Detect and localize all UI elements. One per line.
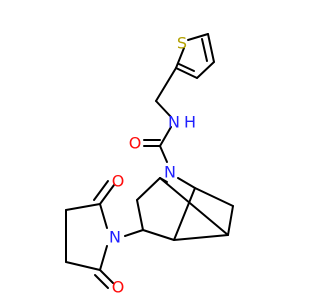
bond-thiophene-c4-c3 [196,61,215,79]
bond-c7-c4 [173,234,229,241]
bond-c2-ch2 [155,67,177,102]
atom-imide-oxygen-bottom: O [112,278,125,297]
bond-nh-carbonyl [159,126,172,147]
bond-ch2-nh [155,100,172,118]
bond-c-bottom-o-double [94,274,109,289]
atom-sulfur: S [177,34,187,53]
atom-imide-oxygen-top: O [112,172,125,191]
atom-carbonyl-oxygen: O [129,134,142,153]
bond-c2-c3 [136,199,144,231]
bond-c3-c4 [142,229,175,241]
structure-diagram: S N H O N N O O [65,33,234,297]
bond-bridge-n-c5 [177,177,196,189]
atom-amide-hydrogen: H [184,113,196,132]
atom-amide-nitrogen: N [168,113,180,132]
bond-thiophene-c5-c4-double [201,38,208,62]
bond-imide-n-c-bottom [99,245,108,271]
bond-c6-c7 [227,205,234,236]
bond-c-bottom-o [99,269,114,284]
bond-thiophene-s-c5 [187,33,209,41]
bond-c3-imide-n [124,229,144,237]
bond-c-top-o [99,184,115,205]
bond-carbonyl-bridge-n [159,145,168,163]
bond-c-top-o-double [93,180,109,201]
bond-layer [65,33,234,289]
bond-c5-c6 [194,187,234,207]
bond-thiophene-s-c2 [175,47,185,69]
atom-imide-nitrogen: N [109,228,121,247]
bond-thiophene-c3-c2 [175,67,198,79]
bond-c-top-ch2 [65,203,101,211]
molecule-svg: S N H O N N O O [65,33,234,297]
bond-c1-c2 [136,177,161,201]
bond-thiophene-c3-c2-double [178,63,195,72]
bond-c1-c7-bridge [159,177,229,236]
bond-thiophene-c5-c4 [207,33,215,63]
atom-label-layer: S N H O N N O O [109,34,196,297]
atom-bridge-nitrogen: N [164,163,176,182]
bond-c4-c5 [173,187,196,241]
bond-imide-n-c-top [99,203,108,229]
bond-ch2-c-bottom [65,261,101,271]
